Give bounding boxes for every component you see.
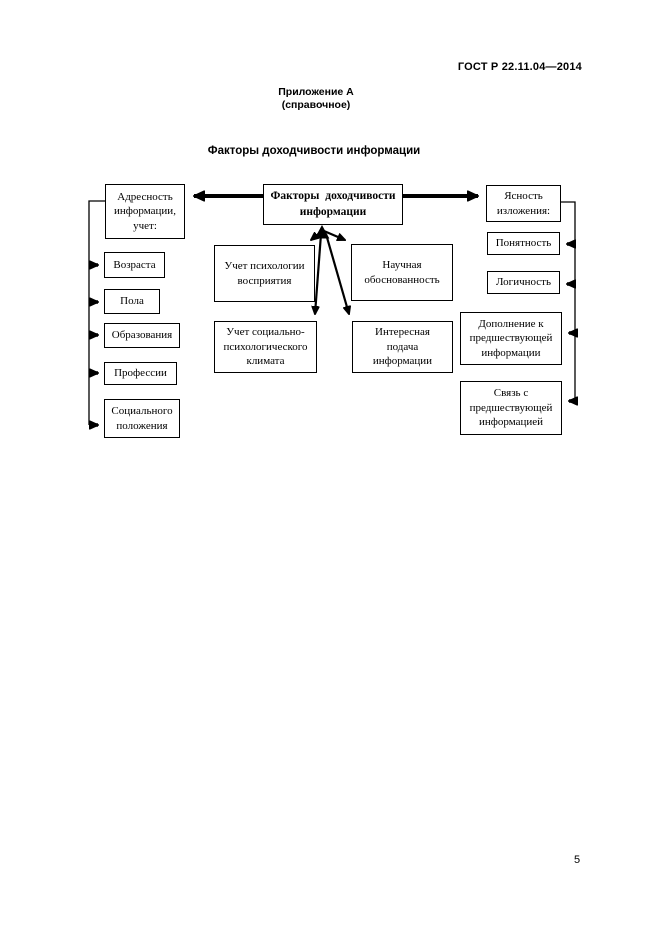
linkage-box: Связь с предшествующей информацией bbox=[460, 381, 562, 435]
education-box-label: Образования bbox=[111, 329, 173, 342]
interesting-presentation-box: Интересная подача информации bbox=[352, 321, 453, 373]
social-status-box: Социального положения bbox=[104, 399, 180, 438]
gender-box: Пола bbox=[104, 289, 160, 314]
education-box: Образования bbox=[104, 323, 180, 348]
interesting-presentation-box-label: Интересная подача информации bbox=[372, 326, 433, 368]
scientific-validity-box: Научная обоснованность bbox=[351, 244, 453, 301]
psychology-box: Учет психологии восприятия bbox=[214, 245, 315, 302]
psychology-box-label: Учет психологии восприятия bbox=[224, 259, 305, 287]
arrow-center-to-scientific-validity bbox=[323, 229, 345, 240]
scientific-validity-box-label: Научная обоснованность bbox=[364, 258, 440, 286]
arrowhead-up-into-center bbox=[314, 224, 330, 239]
center-factors-label: Факторы доходчивости информации bbox=[270, 190, 396, 218]
arrow-center-to-social-climate bbox=[315, 233, 323, 314]
understandability-box: Понятность bbox=[487, 232, 560, 255]
document-number: ГОСТ Р 22.11.04—2014 bbox=[457, 61, 582, 73]
addressing-box: Адресность информации, учет: bbox=[105, 184, 185, 239]
social-status-box-label: Социального положения bbox=[111, 404, 173, 432]
logicality-box: Логичность bbox=[487, 271, 560, 294]
arrow-center-to-psychology bbox=[311, 230, 323, 240]
clarity-box: Ясность изложения: bbox=[486, 185, 561, 222]
linkage-box-label: Связь с предшествующей информацией bbox=[469, 387, 553, 429]
age-box: Возраста bbox=[104, 252, 165, 278]
supplement-box: Дополнение к предшествующей информации bbox=[460, 312, 562, 365]
gender-box-label: Пола bbox=[120, 295, 144, 308]
profession-box-label: Профессии bbox=[114, 367, 167, 380]
appendix-type: (справочное) bbox=[281, 99, 351, 111]
profession-box: Профессии bbox=[104, 362, 177, 385]
page-number: 5 bbox=[574, 854, 581, 866]
appendix-label: Приложение А bbox=[278, 86, 354, 98]
arrow-center-to-interesting-presentation bbox=[324, 233, 349, 314]
age-box-label: Возраста bbox=[113, 258, 156, 271]
addressing-box-label: Адресность информации, учет: bbox=[114, 190, 176, 232]
figure-title: Факторы доходчивости информации bbox=[207, 145, 421, 157]
social-climate-box: Учет социально- психологического климата bbox=[214, 321, 317, 373]
right-rail-line bbox=[561, 201, 576, 401]
clarity-box-label: Ясность изложения: bbox=[496, 189, 551, 217]
logicality-box-label: Логичность bbox=[496, 276, 551, 289]
left-rail-line bbox=[88, 200, 105, 425]
understandability-box-label: Понятность bbox=[495, 237, 552, 250]
supplement-box-label: Дополнение к предшествующей информации bbox=[469, 317, 553, 359]
center-factors-box: Факторы доходчивости информации bbox=[263, 184, 403, 225]
social-climate-box-label: Учет социально- психологического климата bbox=[223, 326, 308, 368]
